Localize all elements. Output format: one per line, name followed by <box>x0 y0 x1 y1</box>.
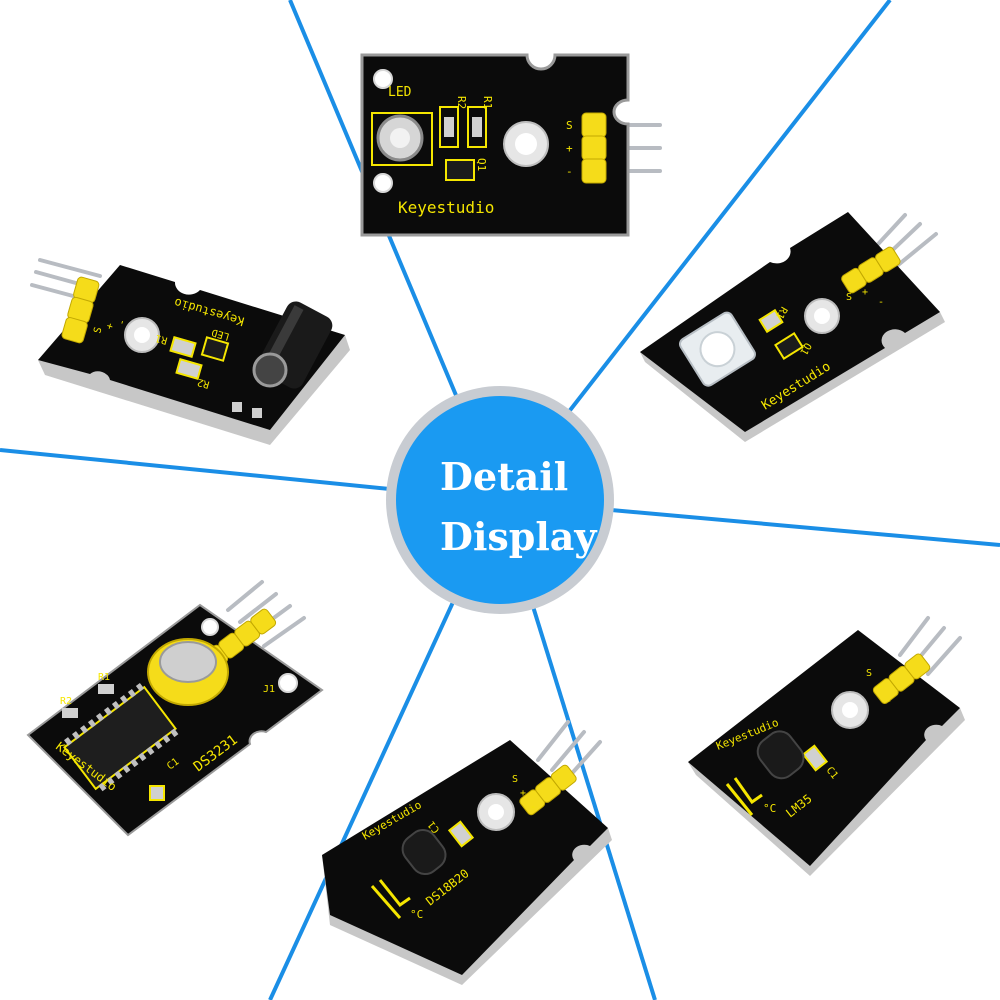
badge-line-1: Detail <box>440 454 568 499</box>
ds18b20-module: S + - C1 Keyestudio °C DS18B20 <box>322 720 612 985</box>
ic-chip <box>63 682 179 792</box>
center-badge: Detail Display <box>386 386 614 614</box>
transistor-q1 <box>774 332 804 360</box>
r1-outline <box>467 106 487 148</box>
r1-label: R1 <box>98 672 110 683</box>
pin-label-plus: + <box>566 142 573 155</box>
led-lens-center <box>390 128 410 148</box>
pin-label-plus: + <box>104 322 116 331</box>
led-label: LED <box>210 326 230 342</box>
mounting-ring-hole <box>488 804 504 820</box>
r2-label: R2 <box>60 696 72 707</box>
capacitor-c1 <box>149 785 165 801</box>
transistor-q1 <box>445 159 475 181</box>
pin-label-minus: - <box>878 297 884 308</box>
r1-label: R1 <box>154 332 169 346</box>
mounting-hole <box>278 673 298 693</box>
unit-label: °C <box>410 908 423 921</box>
mounting-hole <box>373 173 393 193</box>
resistor-r2 <box>444 117 454 137</box>
pin-label-minus: - <box>886 696 892 707</box>
brand-label: Keyestudio <box>398 198 494 217</box>
pin-label-minus: - <box>566 165 573 178</box>
thermometer-icon <box>725 777 763 816</box>
pin-header <box>519 764 577 816</box>
tilt-switch-module: S + - R1 R2 LED Keyestudio <box>30 258 350 445</box>
unit-label: °C <box>763 802 776 815</box>
resistor-r2 <box>175 358 203 380</box>
pin-label-plus: + <box>862 287 868 298</box>
solder-pad <box>232 402 242 412</box>
pin-header <box>581 112 607 184</box>
j1-label: J1 <box>263 684 275 695</box>
lm35-module: S + - C1 Keyestudio °C LM35 <box>688 616 965 876</box>
pin-header <box>61 276 100 344</box>
pcb-board <box>360 53 630 237</box>
r1-label: R1 <box>481 96 494 109</box>
mounting-ring-hole <box>515 133 537 155</box>
r2-label: R2 <box>455 96 468 109</box>
piranha-led-module: S + - R1 Q1 Keyestudio <box>640 212 945 442</box>
mounting-hole <box>373 69 393 89</box>
mounting-ring-hole <box>842 702 858 718</box>
temperature-sensor <box>756 730 805 780</box>
pin-header <box>841 246 901 294</box>
resistor-r1 <box>98 684 114 694</box>
temperature-sensor <box>401 829 447 875</box>
resistor-r1 <box>472 117 482 137</box>
pin-label-plus: + <box>876 682 882 693</box>
tilt-switch-end <box>252 352 288 388</box>
mounting-ring-hole <box>814 308 830 324</box>
resistor-r1 <box>758 308 784 334</box>
mounting-hole <box>201 618 219 636</box>
pin-label-minus: - <box>530 802 536 813</box>
pin-label-s: S <box>566 119 573 132</box>
pin-label-s: S <box>866 668 872 679</box>
badge-line-2: Display <box>440 514 597 559</box>
pin-header <box>872 653 931 705</box>
r2-label: R2 <box>196 376 211 390</box>
pin-label-minus: - <box>116 318 128 327</box>
piranha-led <box>678 311 756 387</box>
rtc-module: J1 R1 R2 C1 DS3231 <box>26 580 324 837</box>
mounting-ring-hole <box>134 327 150 343</box>
coin-cell-battery <box>159 641 217 683</box>
q1-label: Q1 <box>797 341 813 357</box>
r2-outline <box>439 106 459 148</box>
led-label: LED <box>388 85 412 100</box>
r1-label: R1 <box>773 305 789 321</box>
resistor-r1 <box>169 336 197 358</box>
badge-fill <box>396 396 604 604</box>
capacitor-c1 <box>447 820 475 848</box>
q1-label: Q1 <box>475 158 488 171</box>
pin-label-s: S <box>512 774 518 785</box>
led-module: LED R2 R1 Q1 S + - Keyestudio <box>360 53 662 237</box>
resistor-r2 <box>62 708 78 718</box>
pin-label-s: S <box>846 292 852 303</box>
capacitor-c1 <box>801 744 829 772</box>
pin-label-s: S <box>92 326 104 335</box>
led-pad <box>371 112 433 166</box>
pcb-board <box>26 603 324 837</box>
thermometer-icon <box>370 879 411 919</box>
pin-label-plus: + <box>520 788 526 799</box>
led-indicator <box>200 336 230 362</box>
solder-pad <box>252 408 262 418</box>
